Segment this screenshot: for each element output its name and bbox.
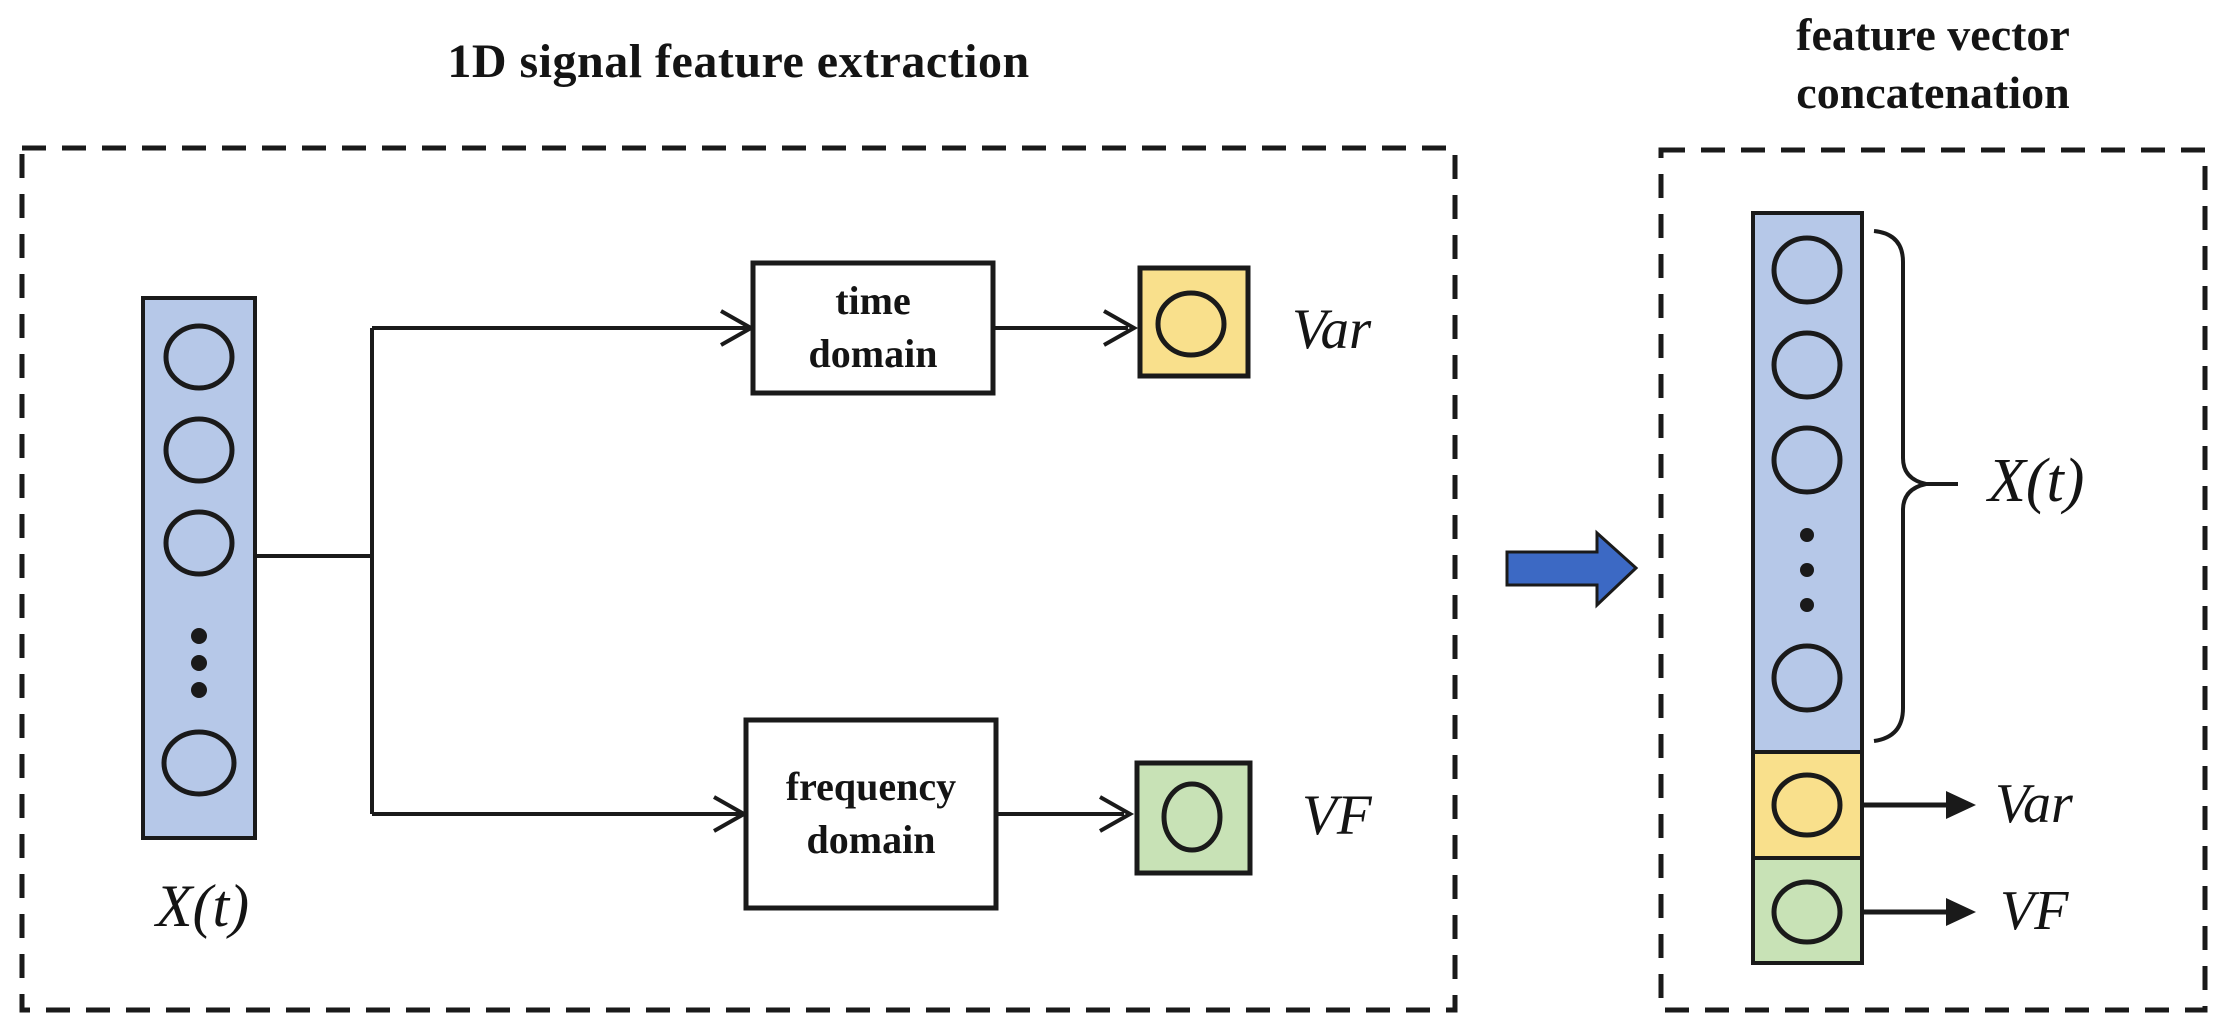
input-signal-label: X(t) <box>155 873 250 939</box>
concat-signal-label: X(t) <box>1988 447 2085 515</box>
var-feature-node <box>1137 265 1251 379</box>
left-panel-title: 1D signal feature extraction <box>447 35 1030 88</box>
arrowhead-icon <box>1946 898 1976 926</box>
circle-node <box>1771 643 1843 713</box>
right-panel-title: feature vector concatenation <box>1661 6 2205 122</box>
vf-label-right: VF <box>2000 880 2069 942</box>
input-signal-vector <box>141 296 257 840</box>
arrowhead-icon <box>1103 309 1139 347</box>
right-panel-title-line1: feature vector <box>1796 9 2070 60</box>
time-domain-box <box>750 260 996 396</box>
arrow-time-to-var <box>993 309 1139 347</box>
concat-var-segment <box>1751 750 1864 860</box>
circle-node <box>163 509 235 577</box>
signal-segment-brace <box>1873 229 1958 743</box>
frequency-domain-label-line2: domain <box>806 817 936 862</box>
left-panel-dashed-border <box>19 145 1458 1013</box>
var-label-right: Var <box>1995 773 2073 835</box>
frequency-domain-label: frequency domain <box>746 720 996 908</box>
circle-node <box>1771 235 1843 305</box>
circle-node <box>1771 879 1843 945</box>
concat-signal-segment <box>1751 211 1864 754</box>
ellipsis-dot <box>1800 563 1814 577</box>
circle-node <box>1155 290 1227 358</box>
frequency-domain-box <box>743 717 999 911</box>
vf-feature-node <box>1134 760 1253 876</box>
ellipsis-dot <box>191 655 207 671</box>
arrowhead-icon <box>1946 791 1976 819</box>
concatenated-vector <box>1751 211 1864 965</box>
circle-node <box>163 416 235 484</box>
branch-connectors <box>255 309 756 833</box>
arrow-freq-to-vf <box>996 795 1135 833</box>
time-domain-label-line2: domain <box>808 331 938 376</box>
arrowhead-icon <box>1099 795 1135 833</box>
right-panel-dashed-border <box>1658 147 2208 1013</box>
time-domain-label-line1: time <box>835 278 911 324</box>
circle-node <box>1771 772 1843 838</box>
right-panel-title-line2: concatenation <box>1796 67 2070 118</box>
ellipsis-dot <box>1800 528 1814 542</box>
vf-label-left: VF <box>1302 784 1372 847</box>
ellipsis-dot <box>1800 598 1814 612</box>
arrow-concat-vf <box>1862 898 1976 926</box>
ellipsis-dot <box>191 628 207 644</box>
circle-node <box>1771 425 1843 495</box>
circle-node <box>163 323 235 391</box>
ellipsis-dot <box>191 682 207 698</box>
arrow-concat-var <box>1862 791 1976 819</box>
flow-right-block-arrow-icon <box>1505 529 1639 609</box>
var-label-left: Var <box>1292 298 1372 361</box>
time-domain-label: time domain <box>753 263 993 393</box>
concat-vf-segment <box>1751 856 1864 965</box>
circle-node <box>1161 781 1223 853</box>
circle-node <box>1771 330 1843 400</box>
frequency-domain-label-line1: frequency <box>785 764 957 810</box>
circle-node <box>161 729 237 797</box>
